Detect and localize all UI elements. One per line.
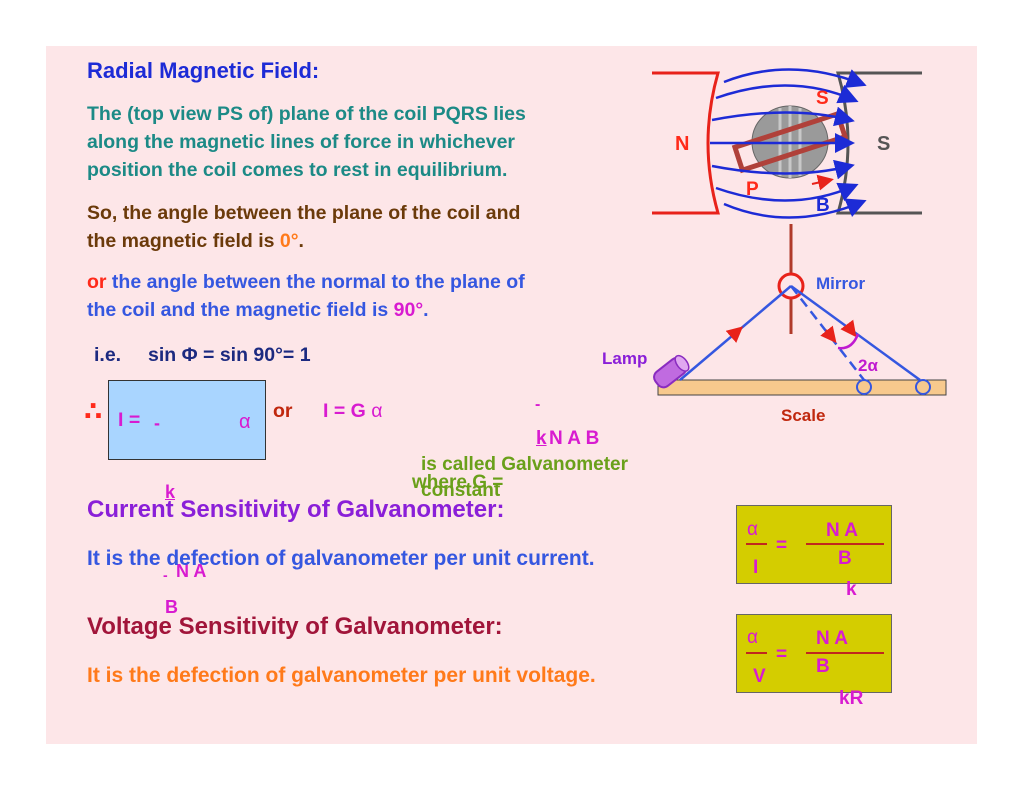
- g-k: k: [536, 428, 547, 449]
- para3-text2: the coil and the magnetic field is: [87, 299, 394, 321]
- north-pole: [652, 71, 720, 215]
- therefore-symbol: ∴: [84, 396, 103, 426]
- lamp-scale-diagram: [653, 224, 947, 396]
- voltage-sensitivity-heading: Voltage Sensitivity of Galvanometer:: [87, 613, 503, 640]
- s-coil-label: S: [816, 88, 829, 109]
- i-g-alpha: I = G α: [323, 400, 383, 423]
- where-g: where G =: [412, 472, 504, 493]
- cs-right-bar: [806, 543, 884, 545]
- cs-k: k: [846, 579, 857, 600]
- alpha-symbol: α: [239, 411, 251, 433]
- vs-equals: =: [776, 644, 788, 665]
- p-label: P: [746, 179, 759, 200]
- ie-label: i.e.: [94, 344, 122, 366]
- radial-para2-line1: So, the angle between the plane of the c…: [87, 202, 521, 224]
- scale-label: Scale: [781, 406, 826, 425]
- angle-zero: 0°: [279, 230, 299, 252]
- cs-b: B: [838, 548, 852, 569]
- b-denominator: B: [165, 597, 178, 617]
- vs-left-bar: [746, 652, 767, 654]
- vs-v: V: [753, 666, 766, 687]
- s-right-label: S: [877, 133, 891, 155]
- cs-i: I: [753, 557, 759, 578]
- para3-period: .: [423, 299, 429, 321]
- radial-para1-line2: along the magnetic lines of force in whi…: [87, 131, 516, 153]
- current-sensitivity-heading: Current Sensitivity of Galvanometer:: [87, 496, 505, 523]
- constant-word: constant: [421, 480, 501, 501]
- b-label: B: [816, 195, 830, 216]
- i-g-text: I = G: [323, 400, 372, 422]
- para2-period: .: [298, 230, 304, 252]
- current-sensitivity-desc: It is the defection of galvanometer per …: [87, 547, 595, 570]
- g-fraction-dash: -: [535, 396, 541, 413]
- lamp-label: Lamp: [602, 349, 648, 368]
- i-g-alpha-symbol: α: [371, 400, 383, 422]
- or-label: or: [273, 400, 293, 422]
- dash-small: -: [163, 567, 168, 583]
- para3-text1: the angle between the normal to the plan…: [106, 271, 525, 293]
- radial-para1-line3: position the coil comes to rest in equil…: [87, 159, 508, 181]
- mirror-label: Mirror: [816, 274, 866, 293]
- radial-heading: Radial Magnetic Field:: [87, 58, 320, 83]
- scale-bar: [657, 379, 947, 396]
- radial-field-diagram: [652, 68, 922, 219]
- radial-para3-line1: or the angle between the normal to the p…: [87, 271, 525, 294]
- i-equals: I =: [118, 409, 141, 431]
- radial-para3-line2: the coil and the magnetic field is 90°.: [87, 299, 429, 322]
- sin-equation: sin Φ = sin 90°= 1: [148, 344, 311, 366]
- g-nab: N A B: [549, 428, 600, 449]
- vs-na: N A: [816, 628, 849, 649]
- called-galvanometer: is called Galvanometer: [421, 454, 628, 475]
- fraction-dash: -: [154, 413, 160, 433]
- radial-para1-line1: The (top view PS of) plane of the coil P…: [87, 103, 526, 125]
- k-denominator: k: [165, 482, 176, 502]
- n-label: N: [675, 133, 690, 155]
- vs-alpha: α: [747, 627, 758, 648]
- voltage-sensitivity-desc: It is the defection of galvanometer per …: [87, 664, 596, 687]
- para2-text: the magnetic field is: [87, 230, 280, 252]
- vs-right-bar: [806, 652, 884, 654]
- radial-para2-line2: the magnetic field is 0°.: [87, 230, 304, 253]
- cs-left-bar: [746, 543, 767, 545]
- vs-b: B: [816, 656, 830, 677]
- na-numerator: N A: [176, 561, 207, 581]
- current-formula-box: [108, 380, 266, 460]
- cs-equals: =: [776, 535, 788, 556]
- vs-kr: kR: [839, 688, 864, 709]
- two-alpha-label: 2α: [858, 356, 878, 375]
- cs-na: N A: [826, 520, 859, 541]
- or-word: or: [87, 271, 107, 293]
- angle-ninety: 90°: [393, 299, 424, 321]
- cs-alpha: α: [747, 519, 758, 540]
